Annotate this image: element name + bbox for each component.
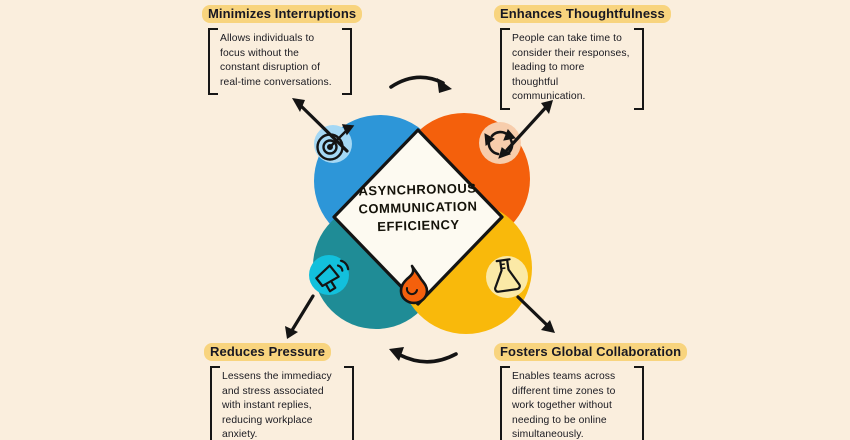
bracket-right [634,28,644,111]
bracket-left [500,366,510,440]
bracket-left [210,366,220,440]
bracket-right [342,28,352,96]
arrow-to-bottom-left [285,294,315,339]
curved-arrow-top [389,75,452,93]
quadrant-heading: Fosters Global Collaboration [494,343,688,361]
quadrant-block-top-left: Minimizes Interruptions Allows individua… [202,5,372,96]
megaphone-icon [315,259,350,293]
heading-highlight: Reduces Pressure [204,343,332,361]
bracket-left [500,28,510,111]
quadrant-description: People can take time to consider their r… [500,28,644,111]
description-text: Enables teams across different time zone… [512,371,616,440]
flame-icon [399,264,429,305]
description-text: People can take time to consider their r… [512,33,630,103]
quadrant-block-bottom-right: Fosters Global Collaboration Enables tea… [494,343,688,440]
center-diamond-panel [332,128,504,306]
quadrant-description: Enables teams across different time zone… [500,366,644,440]
description-text: Allows individuals to focus without the … [220,33,332,88]
quadrant-heading: Enhances Thoughtfulness [494,5,671,23]
arrow-to-top-right [505,100,553,152]
quadrant-heading: Reduces Pressure [204,343,374,361]
recycle-arrows-icon [484,129,516,159]
quadrant-heading: Minimizes Interruptions [202,5,372,23]
description-text: Lessens the immediacy and stress associa… [222,371,332,440]
quadrant-block-bottom-left: Reduces Pressure Lessens the immediacy a… [204,343,374,440]
curved-arrow-bottom [389,347,458,364]
arrow-to-bottom-right [516,295,555,333]
quadrant-block-top-right: Enhances Thoughtfulness People can take … [494,5,671,111]
flask-icon [494,258,521,293]
bracket-right [344,366,354,440]
quadrant-description: Lessens the immediacy and stress associa… [210,366,354,440]
center-title: Asynchronous Communication Efficiency [333,179,502,237]
bracket-left [208,28,218,96]
heading-highlight: Minimizes Interruptions [202,5,363,23]
arrow-to-top-left [292,98,349,153]
heading-highlight: Enhances Thoughtfulness [494,5,671,23]
quadrant-description: Allows individuals to focus without the … [208,28,352,96]
bracket-right [634,366,644,440]
heading-highlight: Fosters Global Collaboration [494,343,688,361]
